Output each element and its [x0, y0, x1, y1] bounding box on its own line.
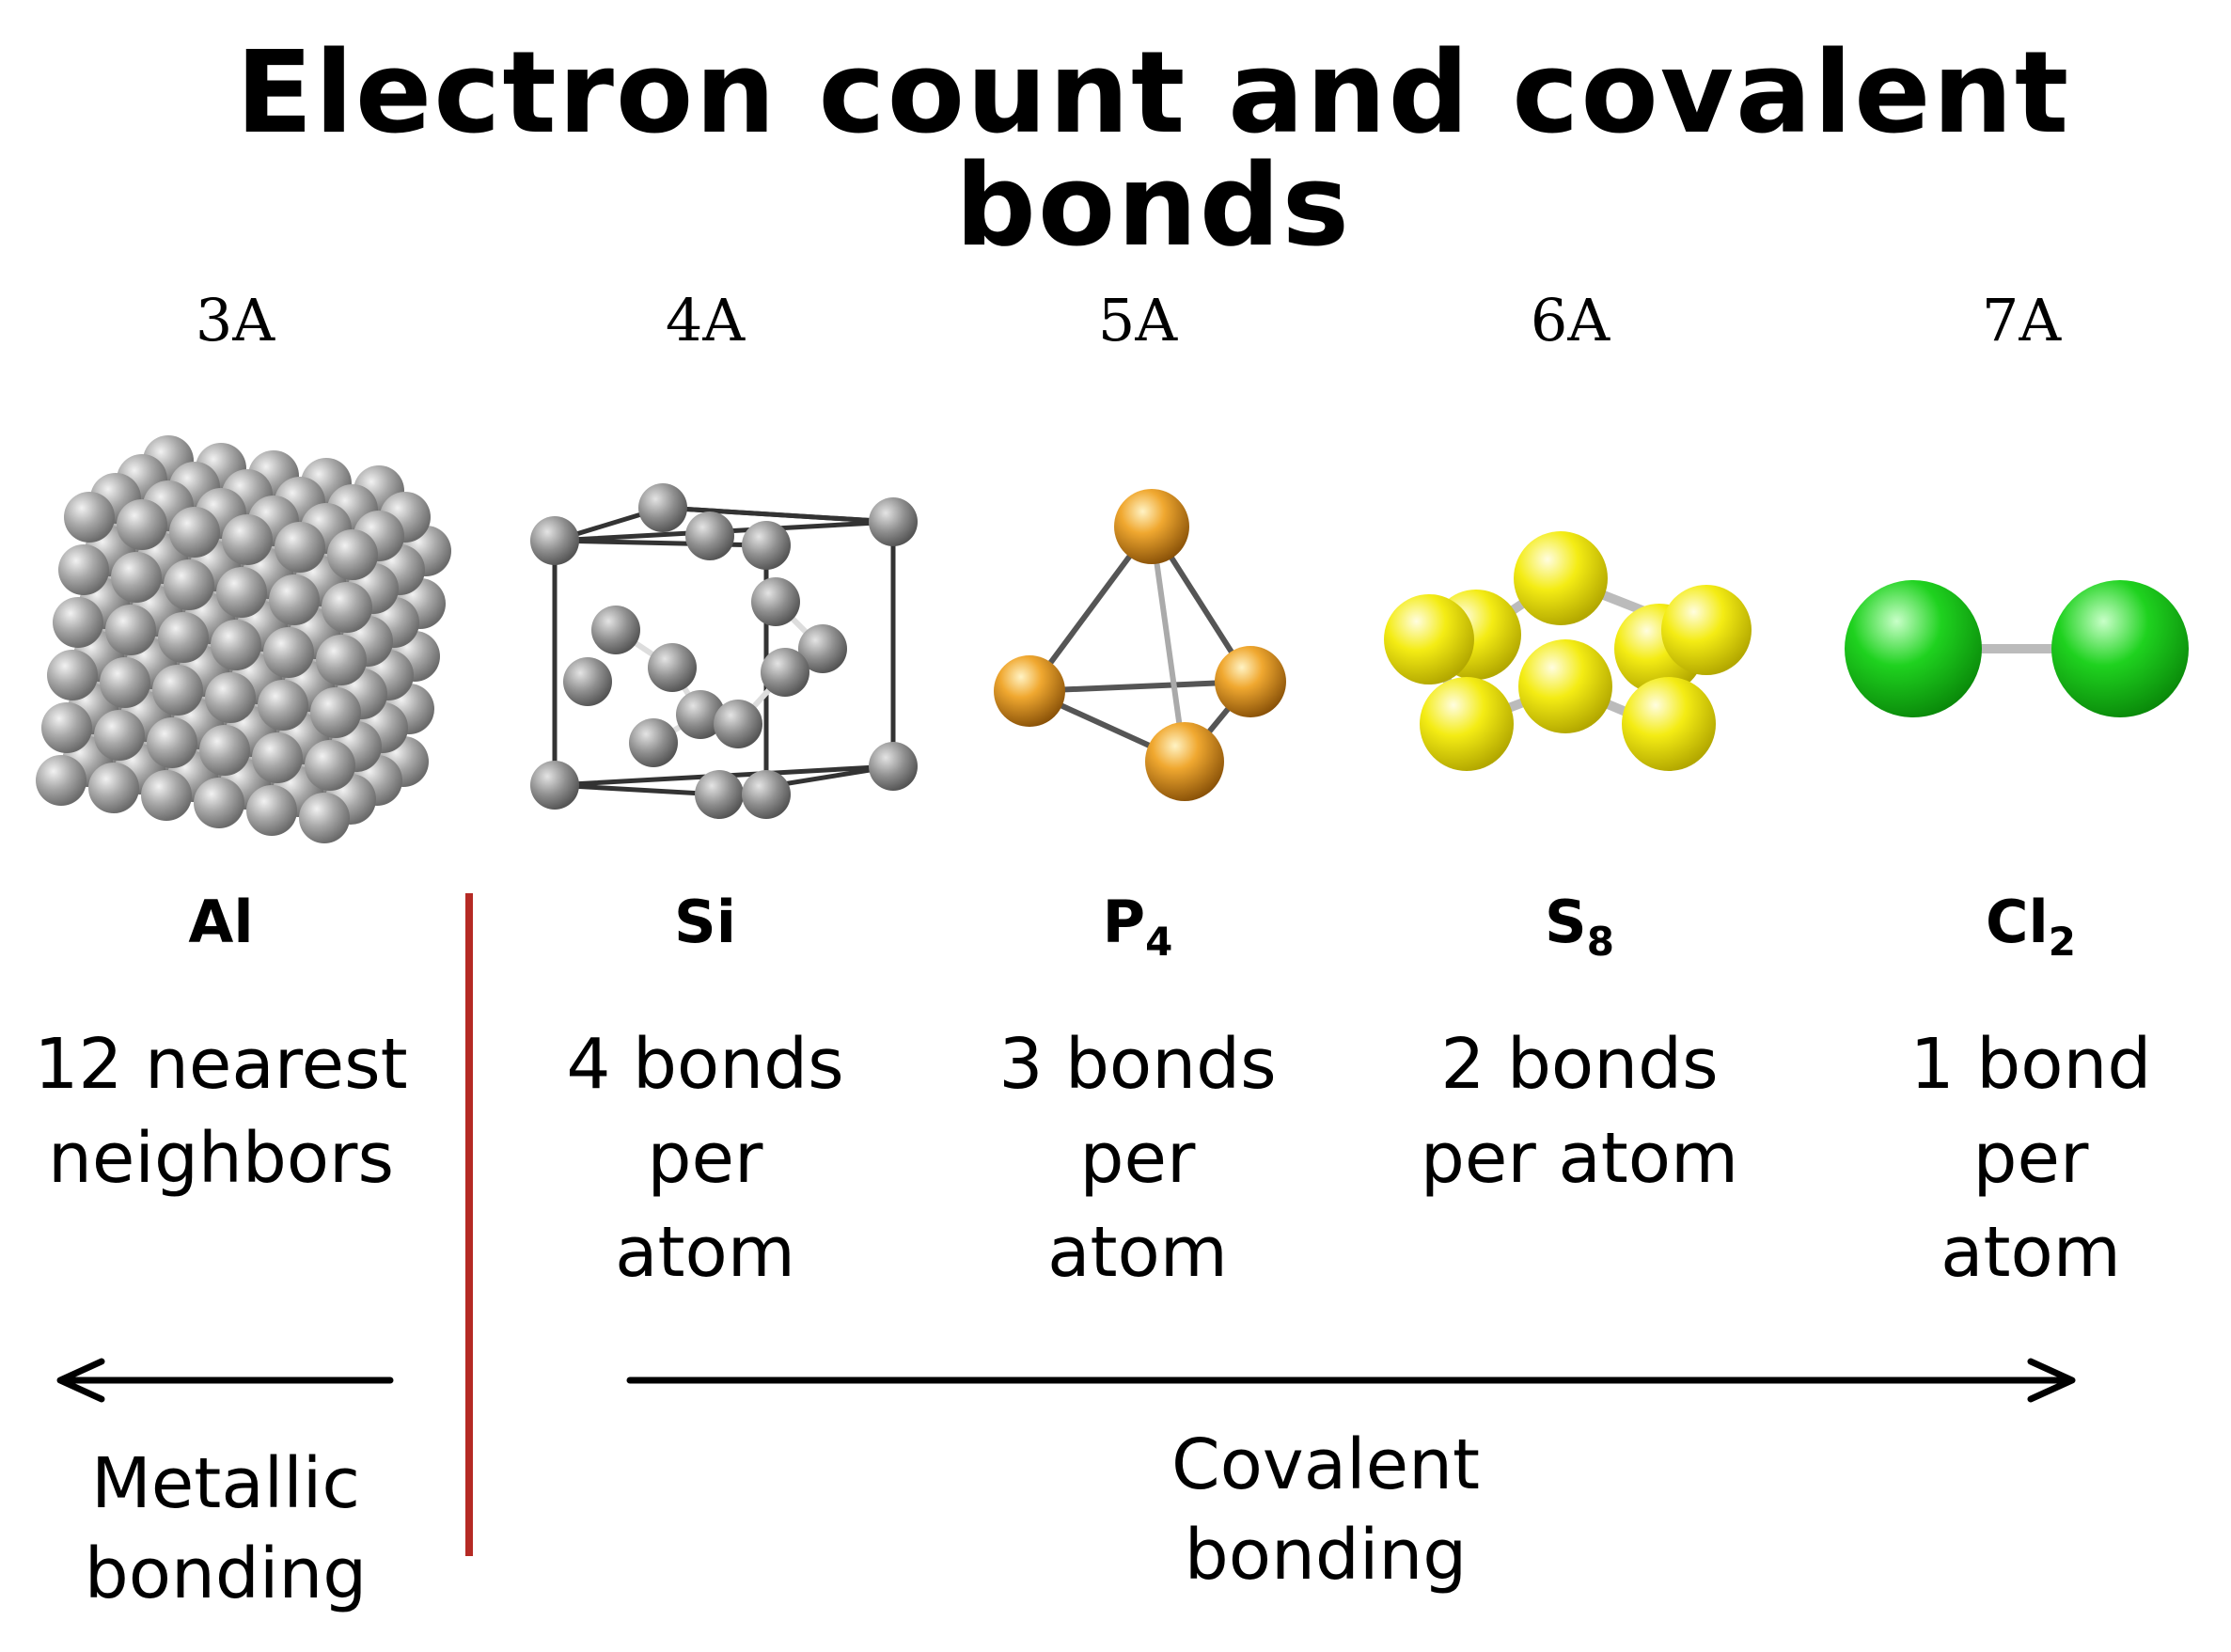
aluminum-atom: [169, 507, 220, 558]
aluminum-atom: [216, 567, 267, 618]
aluminum-atom: [100, 657, 150, 708]
group-label-6a: 6A: [1530, 286, 1610, 354]
aluminum-atom: [305, 740, 355, 791]
aluminum-atom: [299, 793, 350, 843]
aluminum-atom: [275, 522, 325, 573]
aluminum-atom: [246, 785, 297, 836]
phosphorus-tetrahedron-illustration: [994, 489, 1286, 801]
formula-al: Al: [188, 888, 254, 956]
metallic-arrow: [56, 1358, 394, 1403]
aluminum-atom: [105, 605, 156, 655]
aluminum-atom: [327, 529, 378, 580]
aluminum-atom: [310, 687, 361, 738]
aluminum-atom: [152, 665, 203, 716]
aluminum-atom: [64, 492, 115, 543]
aluminum-atom: [41, 702, 92, 753]
aluminum-atom: [111, 552, 162, 603]
aluminum-atom: [164, 559, 214, 610]
aluminum-atom: [199, 725, 250, 776]
aluminum-atom: [47, 650, 98, 700]
aluminum-atom: [117, 499, 167, 550]
diagram-title: Electron count and covalent bonds: [235, 28, 2071, 272]
aluminum-atom: [322, 582, 372, 633]
formula-cl2: Cl2: [1986, 888, 2076, 965]
silicon-crystal-illustration: [530, 483, 918, 819]
formula-si: Si: [674, 888, 736, 956]
aluminum-atom: [58, 544, 109, 595]
group-label-4a: 4A: [665, 286, 746, 354]
aluminum-atom: [147, 717, 197, 768]
aluminum-atom: [211, 620, 261, 670]
aluminum-atom: [88, 763, 139, 813]
group-label-3a: 3A: [195, 286, 275, 354]
aluminum-atom: [263, 627, 314, 678]
group-label-7a: 7A: [1981, 286, 2062, 354]
aluminum-atom: [141, 770, 192, 821]
aluminum-atom: [222, 514, 273, 565]
formula-s8: S8: [1545, 888, 1614, 965]
aluminum-atom: [94, 710, 145, 761]
aluminum-atom: [316, 635, 367, 685]
aluminum-lattice-illustration: [36, 435, 451, 843]
metallic-covalent-divider: [465, 893, 473, 1556]
aluminum-atom: [269, 574, 320, 625]
aluminum-atom: [53, 597, 103, 648]
aluminum-atom: [258, 680, 308, 731]
aluminum-atom: [252, 732, 303, 783]
covalent-arrow: [626, 1358, 2076, 1403]
aluminum-atom: [205, 672, 256, 723]
aluminum-atom: [36, 755, 86, 806]
group-label-5a: 5A: [1097, 286, 1178, 354]
sulfur-ring-illustration: [1384, 531, 1752, 771]
formula-p4: P4: [1102, 888, 1173, 965]
aluminum-atom: [194, 778, 244, 828]
aluminum-atom: [158, 612, 209, 663]
chlorine-molecule-illustration: [1845, 580, 2189, 717]
